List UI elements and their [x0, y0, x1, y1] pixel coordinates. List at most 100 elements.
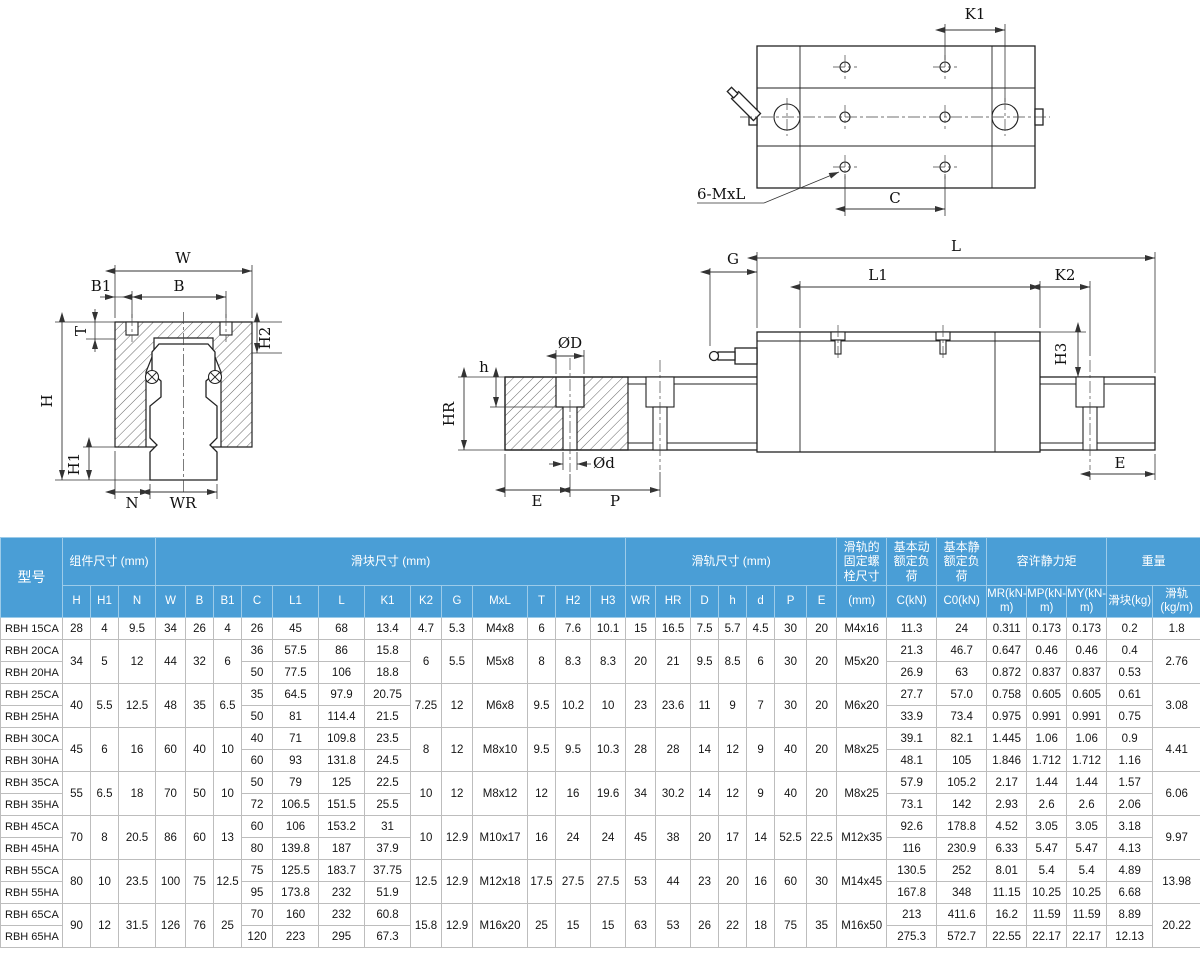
spec-cell: 27.5 [555, 859, 592, 905]
spec-cell: 45 [272, 617, 320, 641]
grease-nipple-top [726, 86, 762, 122]
spec-cell: 10 [410, 771, 443, 817]
column-header: L1 [272, 585, 320, 619]
spec-cell: 26 [690, 903, 720, 949]
spec-cell: 9 [718, 683, 748, 729]
spec-cell: 7.5 [690, 617, 720, 641]
spec-cell: 0.173 [1066, 617, 1108, 641]
spec-cell: 37.75 [364, 859, 412, 883]
block-side [756, 331, 1041, 453]
spec-cell: 95 [241, 881, 274, 905]
spec-cell: 6 [90, 727, 119, 773]
spec-cell: 125 [318, 771, 366, 795]
spec-cell: 34 [155, 617, 187, 641]
spec-cell: 6 [746, 639, 776, 685]
spec-cell: 275.3 [886, 925, 938, 949]
spec-cell: 21 [655, 639, 692, 685]
model-cell: RBH 45HA [0, 837, 63, 861]
model-cell: RBH 45CA [0, 815, 63, 839]
spec-cell: 1.44 [1026, 771, 1068, 795]
spec-cell: 7.6 [555, 617, 592, 641]
spec-cell: 0.2 [1106, 617, 1154, 641]
column-header: 滑块(kg) [1106, 585, 1154, 619]
rail-weight-cell: 20.22 [1152, 903, 1200, 949]
spec-cell: 11.15 [986, 881, 1028, 905]
spec-cell: 116 [886, 837, 938, 861]
spec-cell: 106 [318, 661, 366, 685]
column-header: 滑轨(kg/m) [1152, 585, 1200, 619]
spec-cell: 1.712 [1026, 749, 1068, 773]
spec-cell: 20 [806, 771, 838, 817]
spec-cell: 79 [272, 771, 320, 795]
spec-cell: 106.5 [272, 793, 320, 817]
spec-cell: 183.7 [318, 859, 366, 883]
spec-cell: 27.5 [590, 859, 627, 905]
spec-cell: 2.93 [986, 793, 1028, 817]
rail-weight-cell: 1.8 [1152, 617, 1200, 641]
spec-cell: 3.18 [1106, 815, 1154, 839]
spec-cell: 55 [62, 771, 91, 817]
spec-cell: M8x10 [472, 727, 529, 773]
spec-cell: 1.06 [1026, 727, 1068, 751]
column-group-bolt-size: 滑轨的固定螺栓尺寸 [836, 536, 888, 587]
spec-cell: 8.5 [718, 639, 748, 685]
spec-cell: 0.311 [986, 617, 1028, 641]
spec-cell: 12.9 [441, 815, 474, 861]
dim-label-h: H [38, 394, 56, 407]
spec-cell: 348 [936, 881, 988, 905]
spec-cell: 19.6 [590, 771, 627, 817]
spec-cell: 15 [590, 903, 627, 949]
bolt-size-cell: M12x35 [836, 815, 888, 861]
drawings-svg: K1 C 6-MxL W B1 B [38, 5, 1156, 512]
model-cell: RBH 25HA [0, 705, 63, 729]
column-header: P [774, 585, 808, 619]
spec-cell: 12.13 [1106, 925, 1154, 949]
spec-cell: 11.59 [1066, 903, 1108, 927]
spec-cell: 0.647 [986, 639, 1028, 663]
spec-cell: 0.605 [1066, 683, 1108, 707]
spec-cell: 24 [590, 815, 627, 861]
spec-cell: 18 [746, 903, 776, 949]
spec-cell: 7.25 [410, 683, 443, 729]
rail-weight-cell: 6.06 [1152, 771, 1200, 817]
column-header: T [527, 585, 557, 619]
bolt-size-cell: M8x25 [836, 727, 888, 773]
dim-label-b1: B1 [91, 277, 112, 295]
spec-cell: 26.9 [886, 661, 938, 685]
spec-cell: 11.3 [886, 617, 938, 641]
spec-cell: 10.2 [555, 683, 592, 729]
spec-cell: 5.7 [718, 617, 748, 641]
spec-cell: 9.5 [527, 727, 557, 773]
spec-cell: 4 [90, 617, 119, 641]
spec-cell: 75 [241, 859, 274, 883]
spec-cell: 16 [746, 859, 776, 905]
model-cell: RBH 20CA [0, 639, 63, 663]
column-header: H3 [590, 585, 627, 619]
spec-cell: 131.8 [318, 749, 366, 773]
block-top-view: K1 C 6-MxL [697, 5, 1050, 216]
spec-cell: 232 [318, 903, 366, 927]
spec-cell: 411.6 [936, 903, 988, 927]
dim-label-h2: H2 [256, 327, 274, 350]
spec-cell: 53 [655, 903, 692, 949]
spec-cell: 5.4 [1026, 859, 1068, 883]
spec-cell: 30 [806, 859, 838, 905]
spec-cell: 57.9 [886, 771, 938, 795]
spec-cell: 80 [62, 859, 91, 905]
spec-cell: 92.6 [886, 815, 938, 839]
spec-cell: 0.46 [1026, 639, 1068, 663]
spec-cell: 40 [241, 727, 274, 751]
spec-cell: 105.2 [936, 771, 988, 795]
spec-cell: 22.5 [364, 771, 412, 795]
spec-cell: 0.991 [1066, 705, 1108, 729]
rail-section-cut [504, 376, 629, 451]
spec-cell: 173.8 [272, 881, 320, 905]
column-header: h [718, 585, 748, 619]
spec-cell: 20 [718, 859, 748, 905]
column-header: H [62, 585, 91, 619]
